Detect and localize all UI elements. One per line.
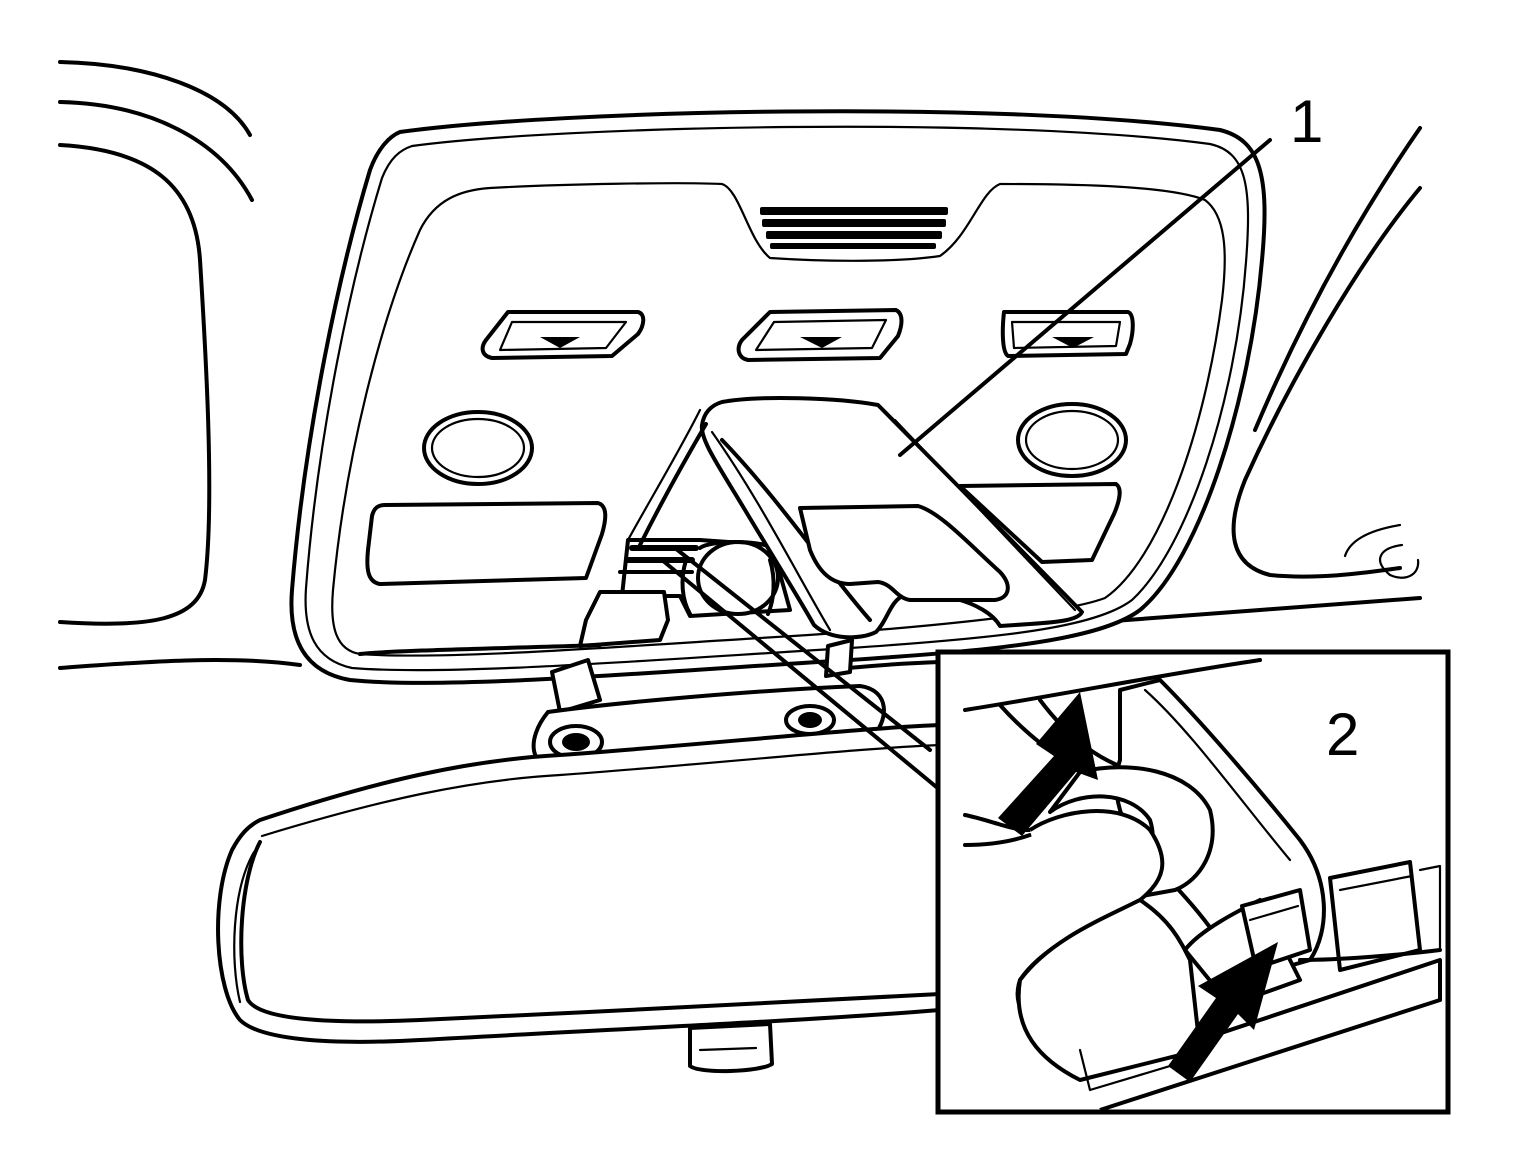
callout-1: 1 [1290,88,1323,155]
map-lamp-right [1016,402,1128,478]
console-grille [760,207,948,249]
right-pillar [1231,126,1422,579]
callout-2: 2 [1326,701,1359,768]
lamp-lens-right [958,482,1122,564]
rearview-mirror [216,638,942,1074]
tool-wedge [626,396,1084,640]
console-button-middle [736,308,904,362]
console-button-right [1000,310,1135,358]
console-button-left [480,310,646,360]
clip-retainer [1240,888,1312,970]
map-lamp-left [422,410,534,486]
console-lower-lip [358,590,670,656]
headliner-edge [58,596,1422,670]
detail-inset [935,649,1451,1115]
left-pillar [58,60,254,626]
lamp-lens-left [365,501,608,586]
